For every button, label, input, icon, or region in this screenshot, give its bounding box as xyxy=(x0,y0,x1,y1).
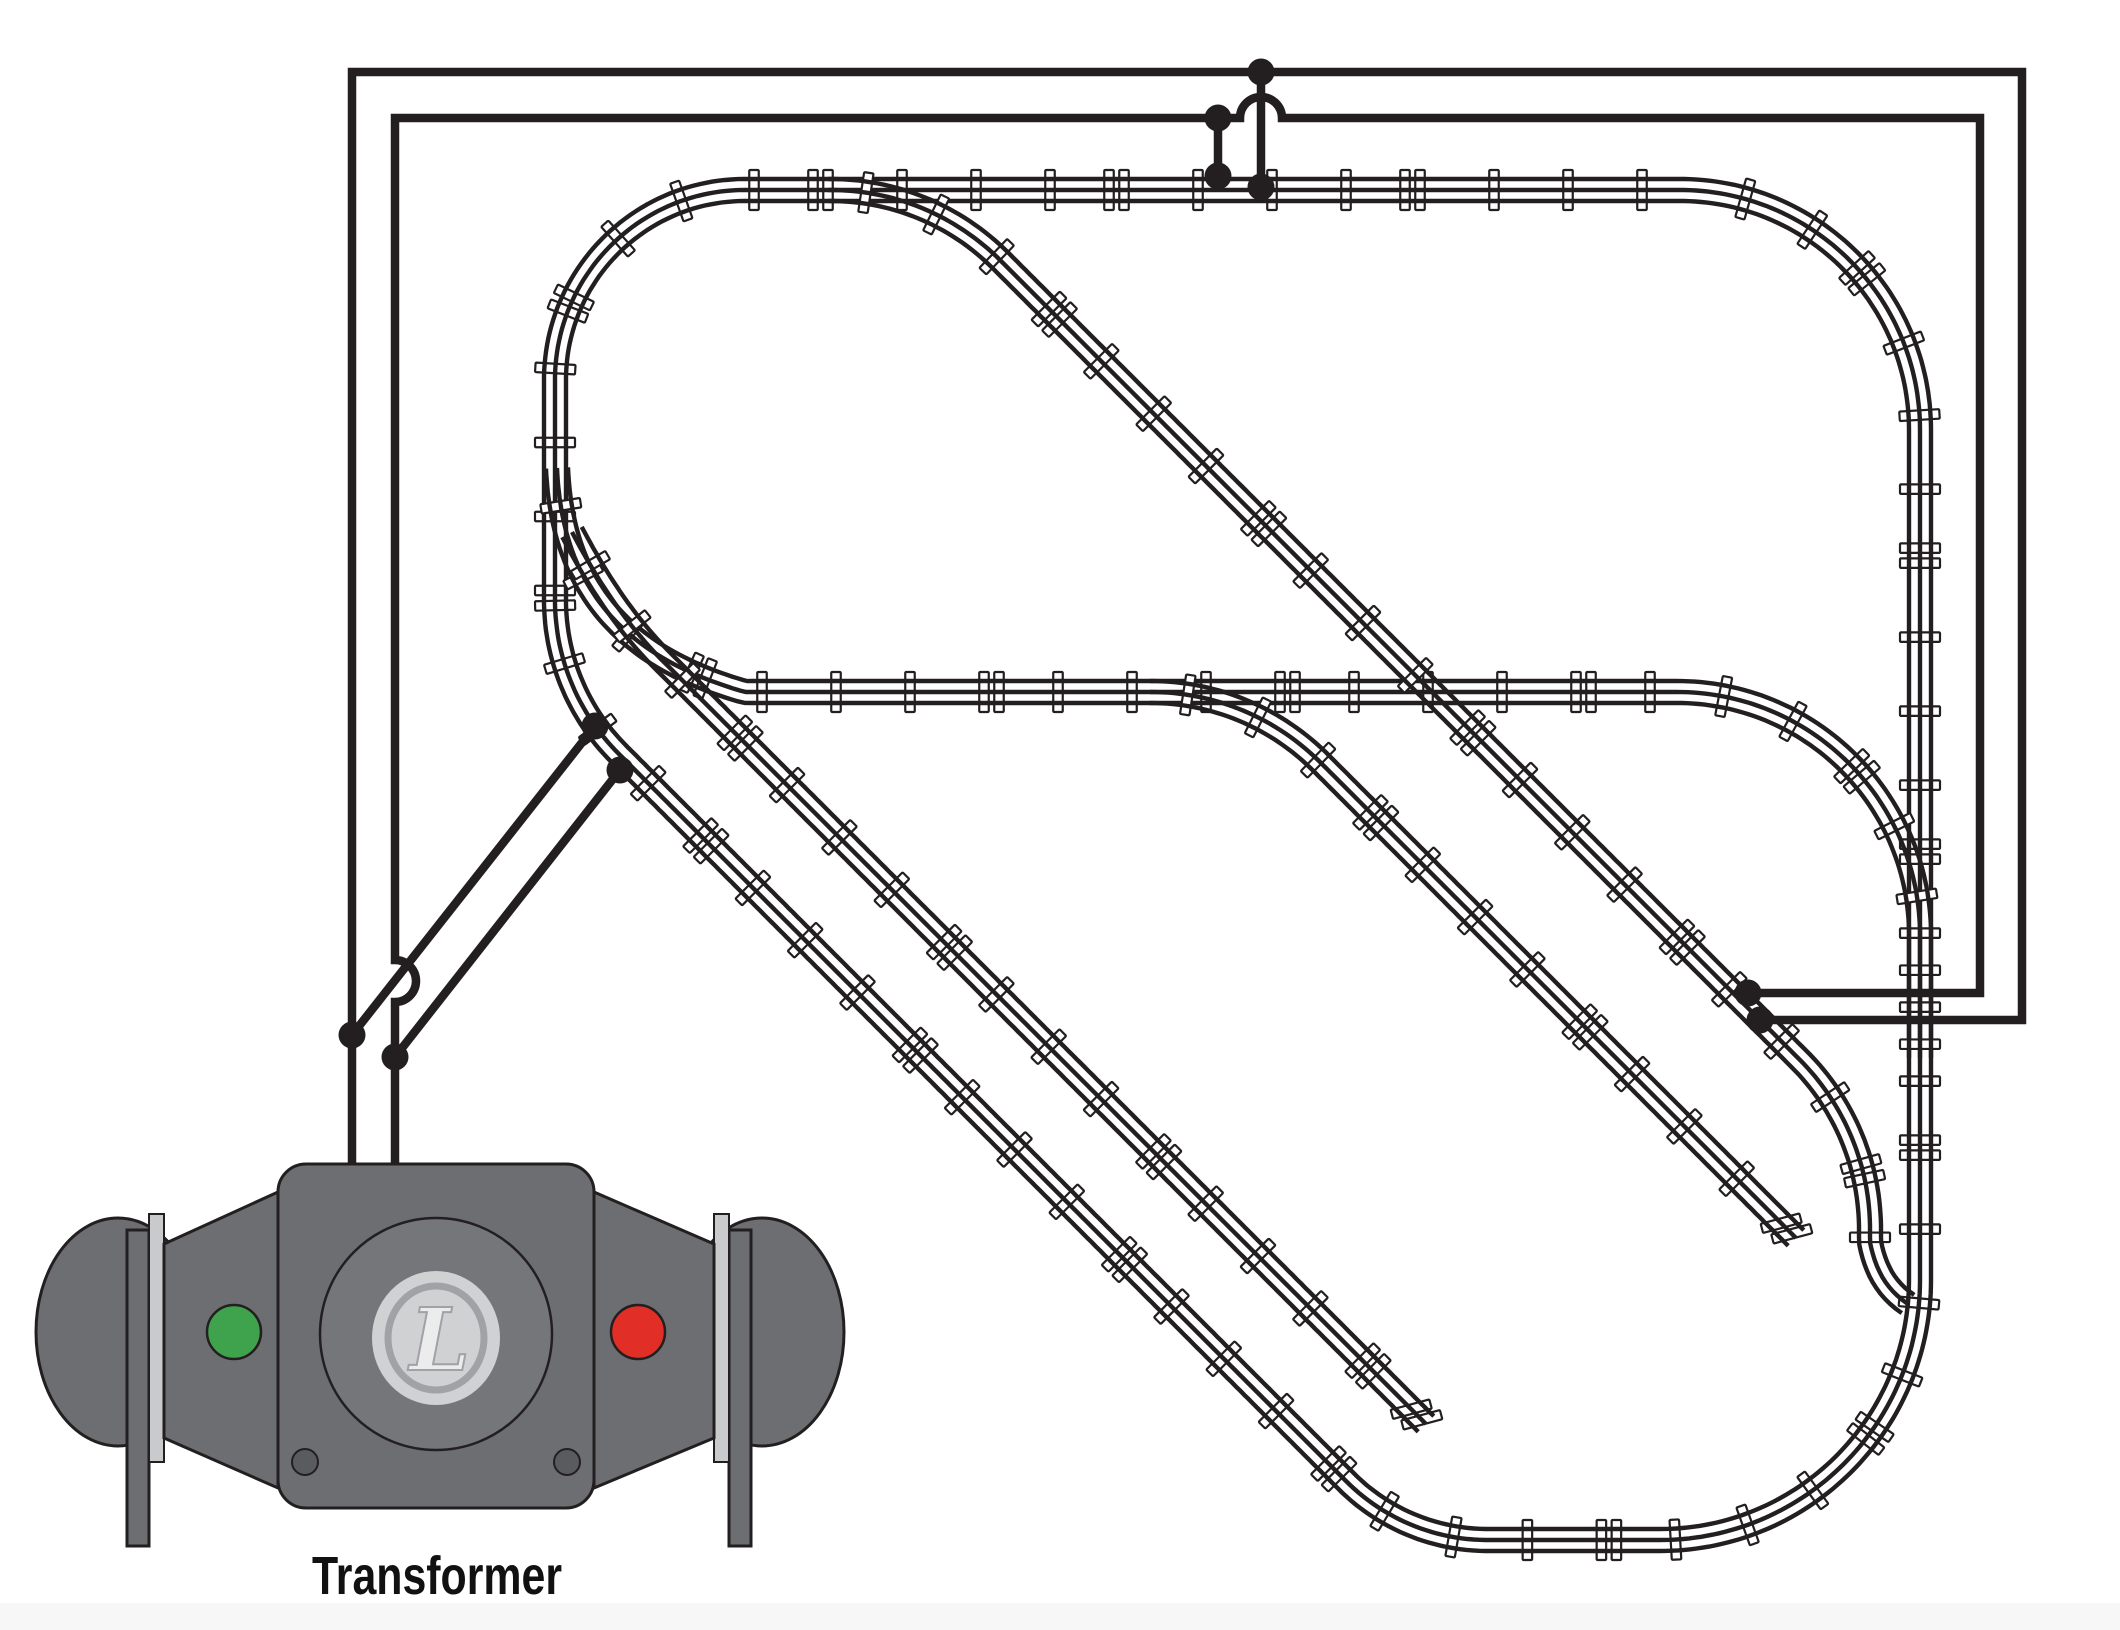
rail xyxy=(565,467,1934,1058)
footer-strip xyxy=(0,1603,2120,1630)
rail xyxy=(1149,689,1798,1240)
track-main-loop xyxy=(533,168,1942,1562)
connection-dot xyxy=(1734,979,1762,1007)
rail xyxy=(828,187,1910,1306)
transformer-left-stripe xyxy=(148,1213,165,1463)
connection-dot xyxy=(338,1021,366,1049)
red-stop-button xyxy=(609,1303,667,1361)
track-middle-siding xyxy=(539,467,1942,1058)
rail xyxy=(1150,678,1806,1232)
rail xyxy=(828,198,1904,1315)
transformer-illustration: L Transformer xyxy=(34,1162,846,1606)
connection-dot xyxy=(381,1043,409,1071)
transformer-right-stripe xyxy=(713,1213,730,1463)
left-lockon-center-rail-wire xyxy=(348,723,599,1038)
rail xyxy=(579,525,1436,1418)
track-left-spur-diagonal xyxy=(560,525,1444,1434)
lionel-logo-disc xyxy=(372,1271,500,1405)
green-direction-button xyxy=(205,1303,263,1361)
transformer-left-leg xyxy=(125,1228,151,1548)
track-top-bypass-diagonal xyxy=(828,171,1916,1315)
wiring xyxy=(347,67,2027,1172)
left-lockon-outer-rail-wire xyxy=(391,767,624,1060)
rail xyxy=(828,176,1916,1297)
center-rail-bus-wire xyxy=(347,67,2027,1172)
rail xyxy=(560,536,1420,1434)
connection-dot xyxy=(1204,104,1232,132)
lionel-logo-ring xyxy=(384,1282,488,1394)
connection-dot xyxy=(1746,1006,1774,1034)
rail xyxy=(570,530,1428,1426)
connection-dot xyxy=(606,756,634,784)
transformer-screw-left xyxy=(291,1448,319,1476)
transformer-screw-right xyxy=(553,1448,581,1476)
connection-dot xyxy=(1247,58,1275,86)
track-layout xyxy=(533,168,1942,1562)
connection-dot xyxy=(581,712,609,740)
rail xyxy=(541,176,1934,1554)
transformer-right-leg xyxy=(727,1228,753,1548)
rail xyxy=(543,468,1912,1058)
rail xyxy=(1149,700,1790,1248)
track-siding-spur-diagonal xyxy=(1149,673,1814,1248)
rail xyxy=(554,467,1923,1058)
wire-connection-dots xyxy=(338,58,1774,1071)
connection-dot xyxy=(1204,162,1232,190)
outer-rail-bus-wire xyxy=(390,92,1985,1172)
lionel-logo-letter: L xyxy=(407,1290,470,1391)
transformer-label: Transformer xyxy=(312,1546,562,1606)
connection-dot xyxy=(1247,173,1275,201)
